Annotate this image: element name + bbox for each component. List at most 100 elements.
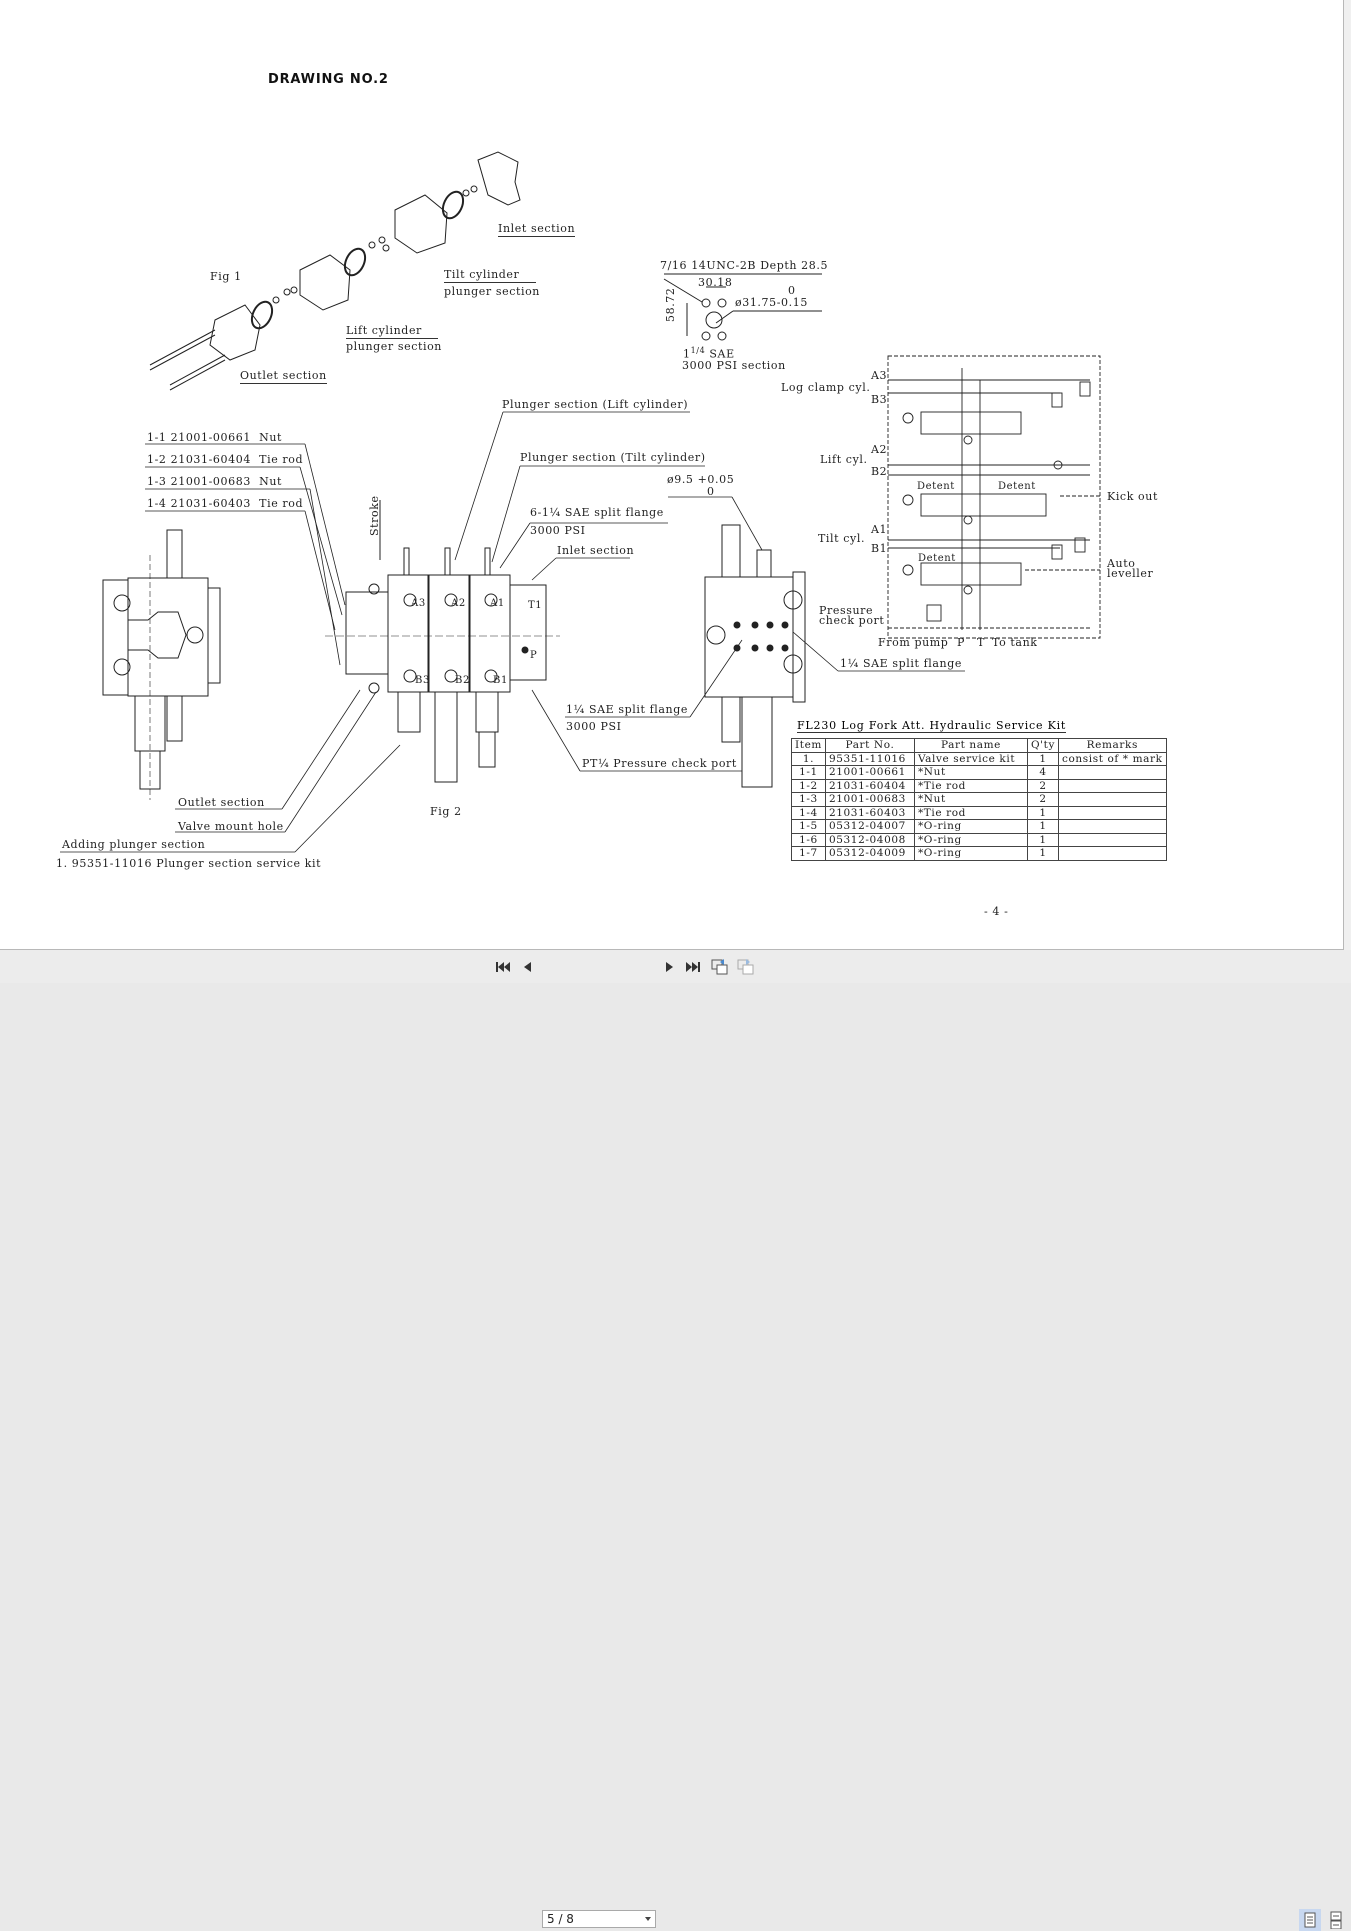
page-number-footer: - 4 - <box>984 905 1009 918</box>
continuous-page-icon <box>1330 1911 1342 1929</box>
schematic-check-port: check port <box>819 614 885 627</box>
single-page-view-button[interactable] <box>1299 1909 1321 1931</box>
cell-item: 1-1 <box>791 765 826 780</box>
plunger-tilt-callout: Plunger section (Tilt cylinder) <box>520 451 706 464</box>
flange-dia-upper: 0 <box>788 284 796 297</box>
adding-plunger-callout: Adding plunger section <box>62 838 206 851</box>
service-kit-table: Item Part No. Part name Q'ty Remarks 1.9… <box>791 738 1167 861</box>
schematic-from-pump: From pump <box>878 636 949 649</box>
page-number-select[interactable]: 5 / 8 <box>542 1910 656 1928</box>
cell-item: 1. <box>791 751 826 766</box>
schematic-detent-1: Detent <box>917 481 955 492</box>
go-back-button[interactable] <box>711 958 729 976</box>
vertical-scrollbar[interactable] <box>1344 0 1351 950</box>
flange-height-dim: 58.72 <box>664 287 677 323</box>
continuous-view-button[interactable] <box>1325 1909 1347 1931</box>
schematic-auto: Auto <box>1107 557 1136 570</box>
split-flange-6-psi: 3000 PSI <box>530 524 586 537</box>
port-p: P <box>530 650 538 661</box>
col-part-name: Part name <box>913 738 1028 753</box>
flange-width-dim: 30.18 <box>698 276 733 289</box>
chevron-down-icon <box>645 1917 651 1921</box>
plunger-lift-callout: Plunger section (Lift cylinder) <box>502 398 689 411</box>
document-page: DRAWING NO.2 Fig 1 Inlet section Tilt cy… <box>0 0 1344 950</box>
cell-item: 1-6 <box>791 832 826 847</box>
single-page-icon <box>1304 1912 1316 1928</box>
callout-1-4: 1-4 21031-60403 Tie rod <box>147 497 304 510</box>
flange-bottom-psi: 3000 PSI <box>566 720 622 733</box>
flange-pressure-label: 3000 PSI section <box>682 359 786 372</box>
schematic-leveller: leveller <box>1107 567 1154 580</box>
cell-name: *Tie rod <box>913 778 1028 793</box>
schematic-p: P <box>957 636 966 649</box>
technical-drawing <box>60 151 1101 853</box>
prev-page-button[interactable] <box>518 958 536 976</box>
last-page-button[interactable] <box>684 958 702 976</box>
schematic-lift: Lift cyl. <box>820 453 868 466</box>
cell-name: *O-ring <box>913 832 1028 847</box>
cell-qty: 1 <box>1026 819 1060 834</box>
cell-qty: 1 <box>1026 805 1060 820</box>
schematic-b2: B2 <box>871 465 888 478</box>
fig1-tilt-callout-2: plunger section <box>444 285 540 298</box>
cell-name: *Nut <box>913 765 1028 780</box>
cell-name: Valve service kit <box>913 751 1028 766</box>
first-page-button[interactable] <box>494 958 512 976</box>
cell-item: 1-2 <box>791 778 826 793</box>
flange-detail-drawing <box>663 273 822 341</box>
port-a1: A1 <box>490 598 505 609</box>
cell-name: *O-ring <box>913 846 1028 861</box>
cell-item: 1-4 <box>791 805 826 820</box>
cell-qty: 1 <box>1026 832 1060 847</box>
last-page-icon <box>686 962 700 972</box>
port-b1: B1 <box>493 675 508 686</box>
schematic-a2: A2 <box>871 443 888 456</box>
cell-part-no: 05312-04007 <box>824 819 915 834</box>
callout-1-2: 1-2 21031-60404 Tie rod <box>147 453 304 466</box>
go-forward-icon <box>737 959 754 975</box>
cell-part-no: 21031-60404 <box>824 778 915 793</box>
fig2-right-side-view <box>704 524 806 788</box>
callout-1-1: 1-1 21001-00661 Nut <box>147 431 283 444</box>
fig1-lift-callout: Lift cylinder <box>346 324 438 339</box>
fig1-tilt-callout: Tilt cylinder <box>444 268 536 283</box>
cell-remarks <box>1058 765 1167 780</box>
fig2-left-side-view <box>102 529 221 800</box>
cell-remarks <box>1058 805 1167 820</box>
port-a3: A3 <box>411 598 426 609</box>
cell-remarks: consist of * mark <box>1058 751 1167 766</box>
schematic-pressure: Pressure <box>819 604 874 617</box>
schematic-a3: A3 <box>871 369 888 382</box>
fig2-inlet-callout: Inlet section <box>557 544 635 557</box>
stroke-label: Stroke <box>368 495 381 536</box>
fig1-inlet-callout: Inlet section <box>498 222 576 237</box>
port-b2: B2 <box>455 675 470 686</box>
go-forward-button[interactable] <box>737 958 755 976</box>
flange-right-callout: 1¼ SAE split flange <box>840 657 962 670</box>
cell-part-no: 21031-60403 <box>824 805 915 820</box>
cell-item: 1-5 <box>791 819 826 834</box>
pin-dia-lower: 0 <box>707 485 715 498</box>
cell-remarks <box>1058 819 1167 834</box>
callout-leaders <box>60 411 965 853</box>
prev-page-icon <box>524 962 531 972</box>
cell-part-no: 21001-00661 <box>824 765 915 780</box>
valve-mount-hole-callout: Valve mount hole <box>178 820 284 833</box>
schematic-kick-out: Kick out <box>1107 490 1158 503</box>
hydraulic-schematic <box>887 355 1101 639</box>
cell-item: 1-3 <box>791 792 826 807</box>
cell-qty: 2 <box>1026 778 1060 793</box>
split-flange-6-callout: 6-1¼ SAE split flange <box>530 506 664 519</box>
fig1-exploded-view <box>149 151 521 391</box>
fig2-outlet-callout: Outlet section <box>178 796 265 809</box>
pressure-port-callout: PT¼ Pressure check port <box>582 757 737 770</box>
port-t1: T1 <box>528 600 543 611</box>
cell-part-no: 21001-00683 <box>824 792 915 807</box>
next-page-button[interactable] <box>661 958 679 976</box>
schematic-tilt: Tilt cyl. <box>818 532 866 545</box>
